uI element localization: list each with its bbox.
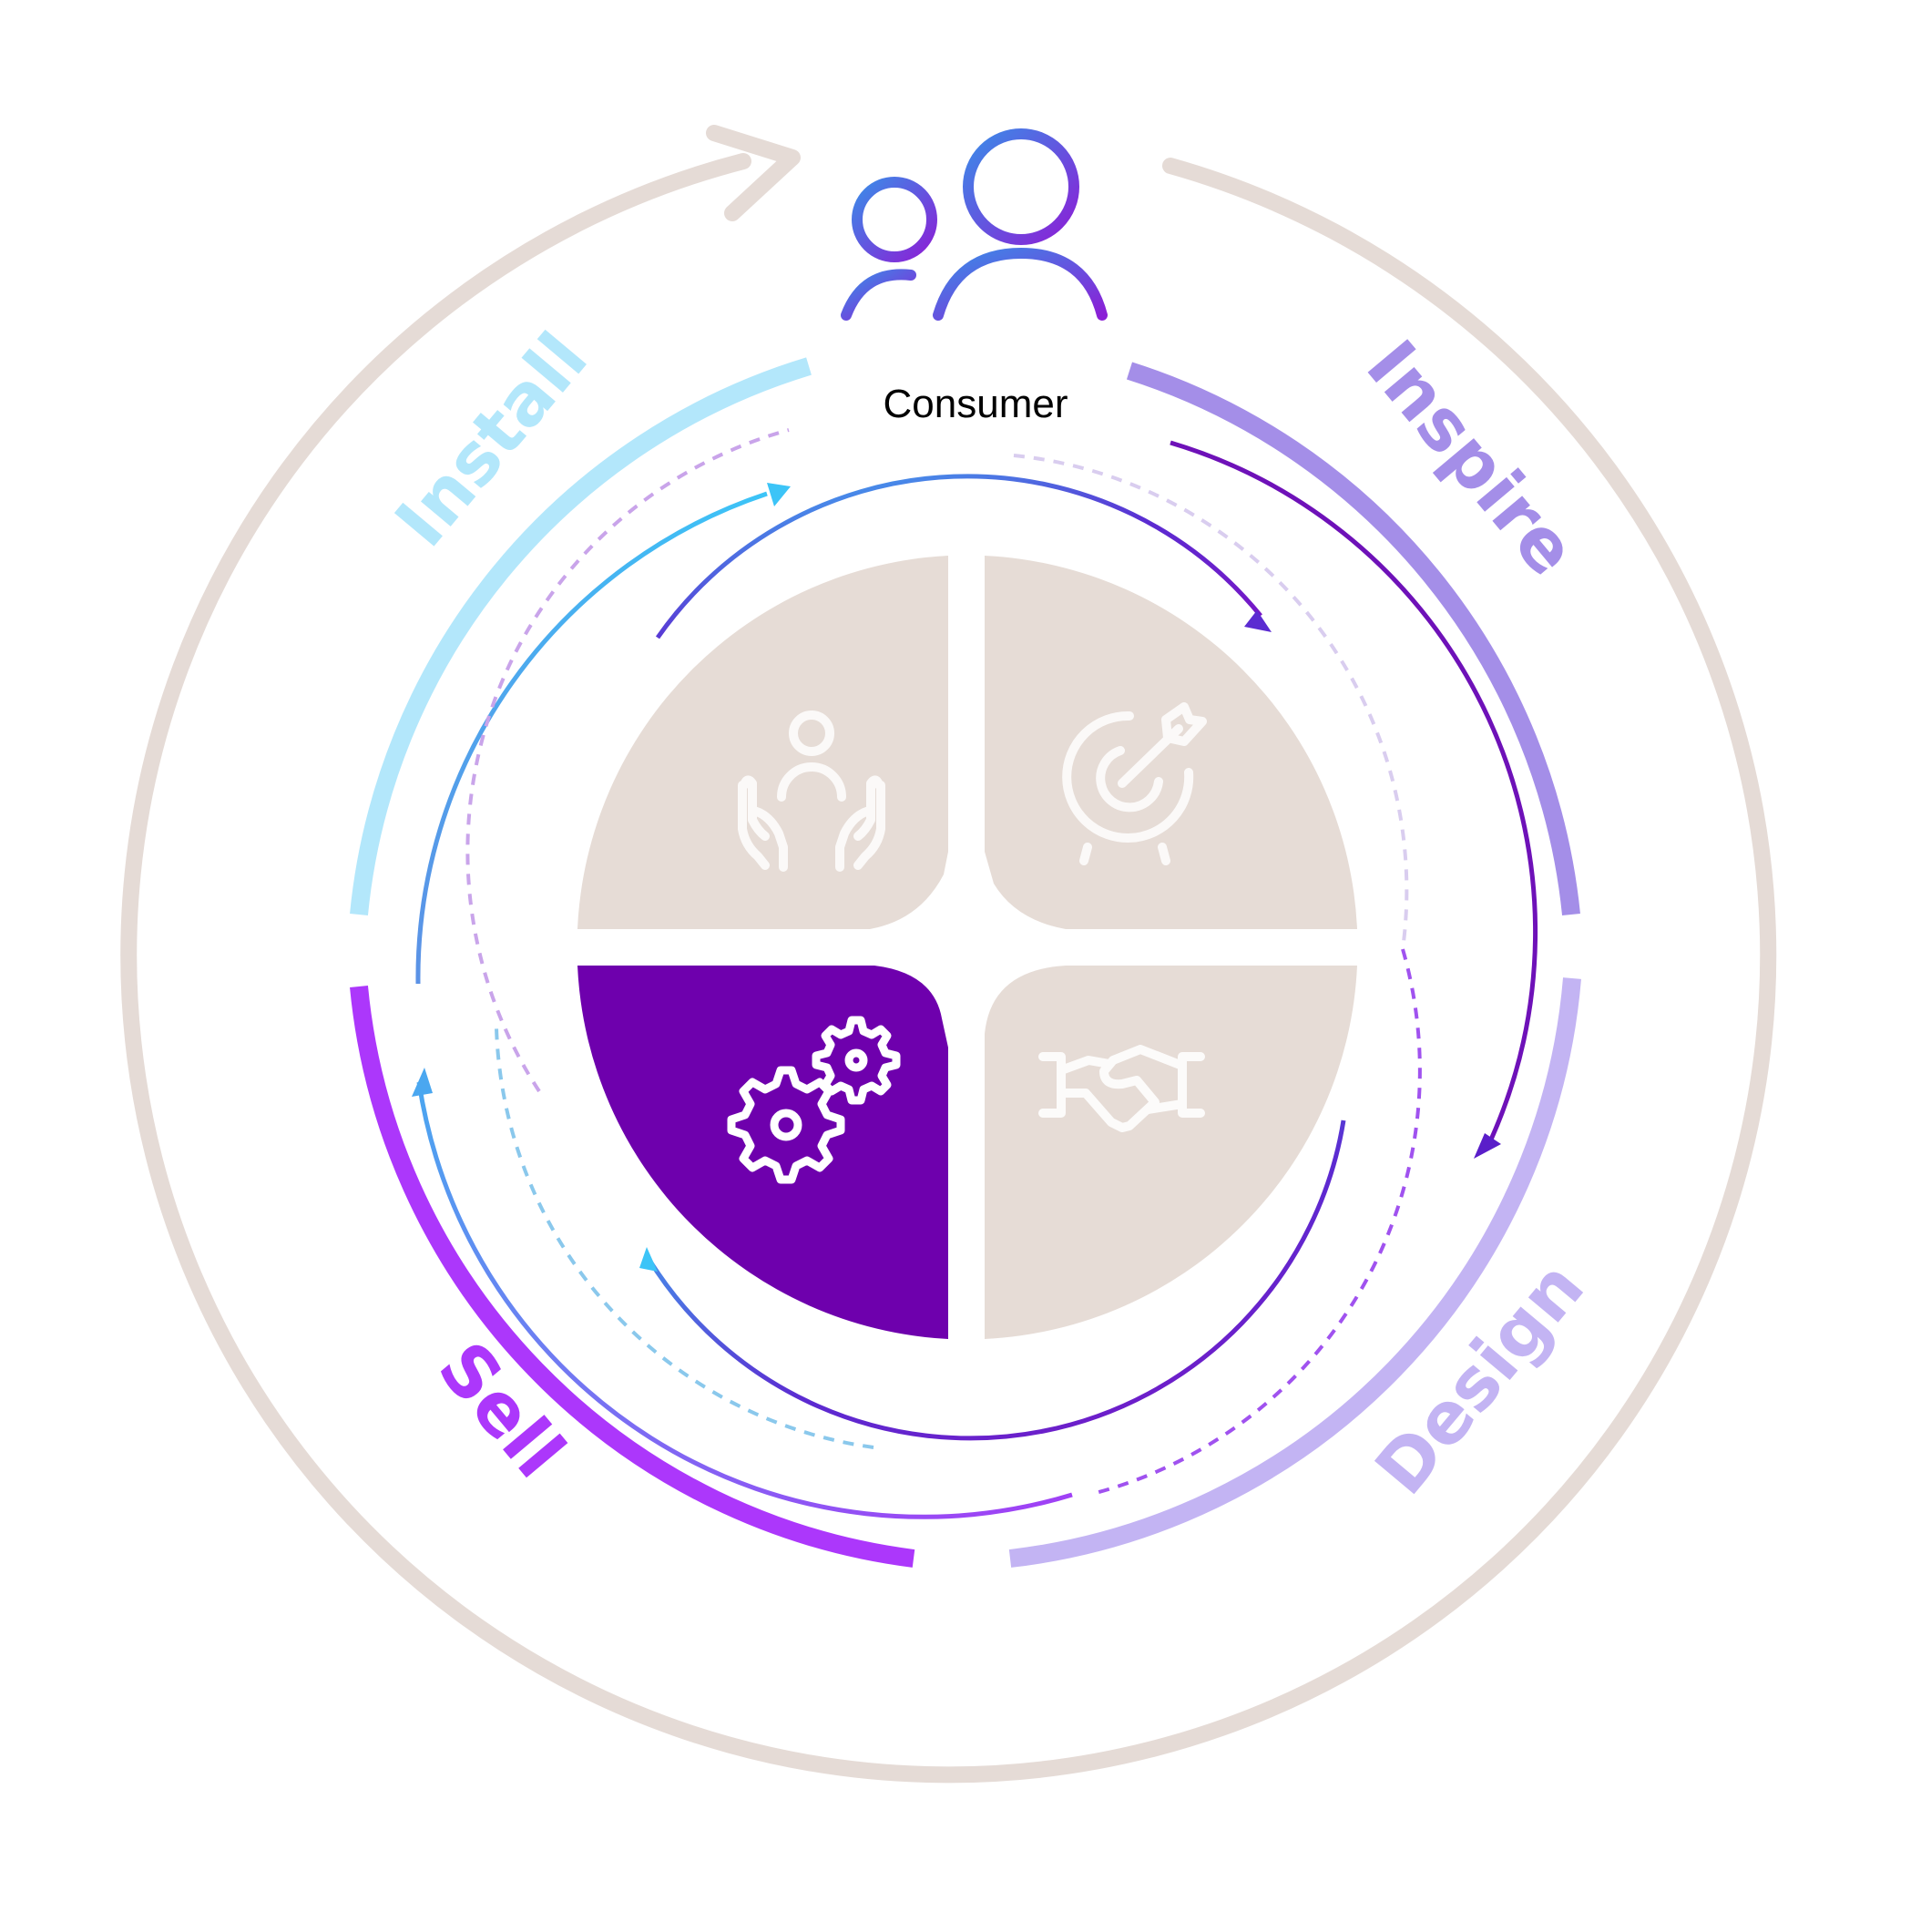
stage-label-inspire: Inspire <box>1350 326 1591 591</box>
stage-arc-install <box>350 357 812 915</box>
inner-arrowhead-2 <box>639 1247 658 1272</box>
consumer-head-large <box>963 128 1079 245</box>
handshake-icon <box>1038 1045 1205 1132</box>
middle-arrowhead-3 <box>767 483 791 506</box>
quadrant-sell[interactable] <box>577 966 948 1339</box>
dashed-arc-inspire <box>1013 454 1409 950</box>
middle-arrowhead-1 <box>1474 1133 1501 1159</box>
gears-icon <box>727 1016 901 1184</box>
inner-dashed-ring <box>465 428 1422 1496</box>
quadrant-install[interactable] <box>577 556 948 929</box>
dashed-arc-sell <box>495 1027 874 1449</box>
middle-arrow-inspire-design <box>1170 440 1538 1141</box>
stage-arc-inspire <box>1126 362 1580 916</box>
consumer-body-small <box>841 269 916 321</box>
quadrants <box>577 556 1357 1339</box>
middle-flow-arrows <box>412 440 1538 1519</box>
inner-flow-arrows <box>639 474 1346 1441</box>
consumer-label: Consumer <box>884 382 1068 426</box>
consumer-icon <box>841 128 1108 321</box>
stage-arc-design <box>1008 977 1581 1568</box>
dashed-arc-install <box>465 428 790 1093</box>
stage-label-sell: Sell <box>422 1327 579 1493</box>
middle-arrow-sell-install <box>415 491 768 985</box>
middle-arrow-design-sell <box>416 1081 1073 1519</box>
stage-arcs <box>350 357 1581 1568</box>
consumer-head-small <box>852 177 937 262</box>
inner-arrow-2 <box>645 1119 1346 1441</box>
outer-ring-arc <box>120 153 1777 1784</box>
outer-cycle-ring <box>120 125 1777 1784</box>
stage-label-install: Install <box>380 318 603 562</box>
middle-arrowhead-2 <box>412 1068 433 1097</box>
inner-arrowhead-1 <box>1244 610 1272 632</box>
inner-arrow-1 <box>655 474 1262 639</box>
outer-ring-arrowhead <box>706 125 801 221</box>
person-hands-icon <box>738 710 885 872</box>
quadrant-design[interactable] <box>985 966 1357 1339</box>
consumer-body-large <box>933 247 1108 321</box>
target-arrow-icon <box>1062 702 1207 865</box>
dashed-arc-design <box>1091 948 1422 1496</box>
stage-arc-sell <box>350 986 915 1568</box>
